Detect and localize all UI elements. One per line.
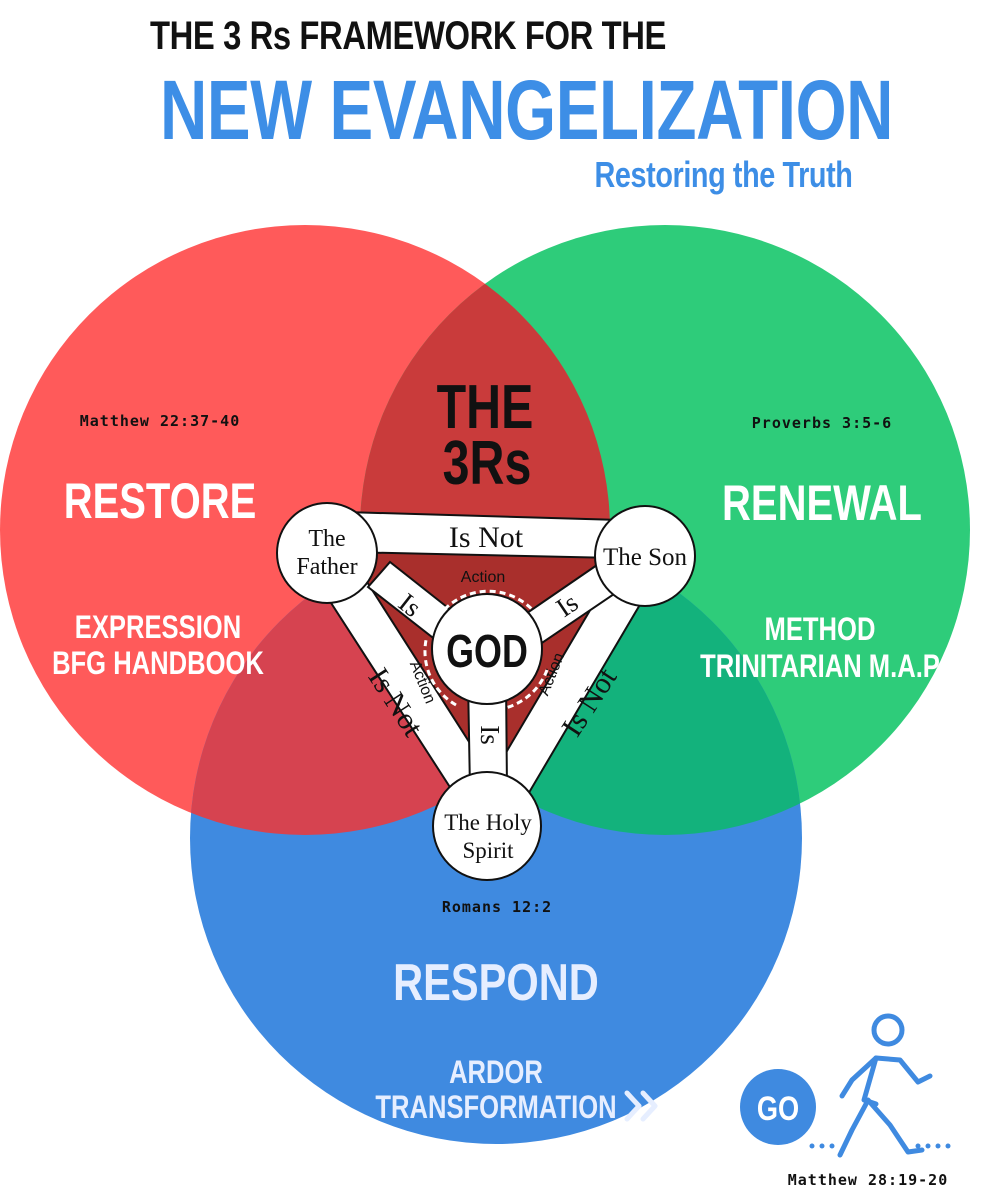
respond-line-2: TRANSFORMATION [375, 1090, 616, 1125]
son-node [594, 505, 696, 607]
respond-reference: Romans 12:2 [442, 898, 552, 916]
god-label: GOD [446, 626, 528, 677]
god-node [431, 593, 543, 705]
spirit-node [432, 771, 542, 881]
dotted-path [809, 1143, 951, 1149]
renewal-reference: Proverbs 3:5-6 [752, 414, 892, 432]
respond-title: RESPOND [393, 953, 599, 1012]
restore-line-2: BFG HANDBOOK [52, 646, 264, 681]
renewal-line-2: TRINITARIAN M.A.P [700, 649, 940, 684]
title-line-1: THE 3 Rs FRAMEWORK FOR THE [150, 14, 666, 58]
renewal-line-1: METHOD [765, 612, 876, 647]
action-label-top: Action [461, 569, 505, 586]
band-father-son: Is Not [449, 521, 524, 554]
spirit-label-2: Spirit [462, 838, 514, 863]
renewal-title: RENEWAL [722, 475, 922, 531]
father-node [276, 502, 378, 604]
trinity-shield: Is Not Is Not Is Not Is Is Is Action Act… [276, 502, 696, 881]
father-label-word-1: The [308, 526, 345, 552]
action-arrows [423, 589, 549, 712]
title-line-2: NEW EVANGELIZATION [160, 63, 894, 157]
restore-line-1: EXPRESSION [75, 610, 241, 645]
go-badge [740, 1069, 816, 1145]
walking-person-icon [837, 1013, 933, 1158]
respond-line-1: ARDOR [449, 1055, 543, 1090]
go-label: GO [757, 1089, 799, 1128]
father-label-word-2: Father [296, 554, 357, 580]
center-heading-line-1: THE [437, 372, 534, 441]
go-reference: Matthew 28:19-20 [788, 1171, 949, 1189]
double-chevron-right-icon [624, 1090, 658, 1122]
spoke-spirit-god: Is [475, 725, 505, 745]
son-label: The Son [603, 544, 688, 571]
subtitle: Restoring the Truth [594, 154, 852, 195]
restore-reference: Matthew 22:37-40 [80, 412, 241, 430]
spirit-label-1: The Holy [444, 810, 532, 835]
center-heading-line-2: 3Rs [443, 428, 532, 497]
overlap-renewal-respond [360, 532, 802, 835]
overlap-restore-respond [190, 532, 610, 835]
restore-title: RESTORE [64, 473, 257, 529]
